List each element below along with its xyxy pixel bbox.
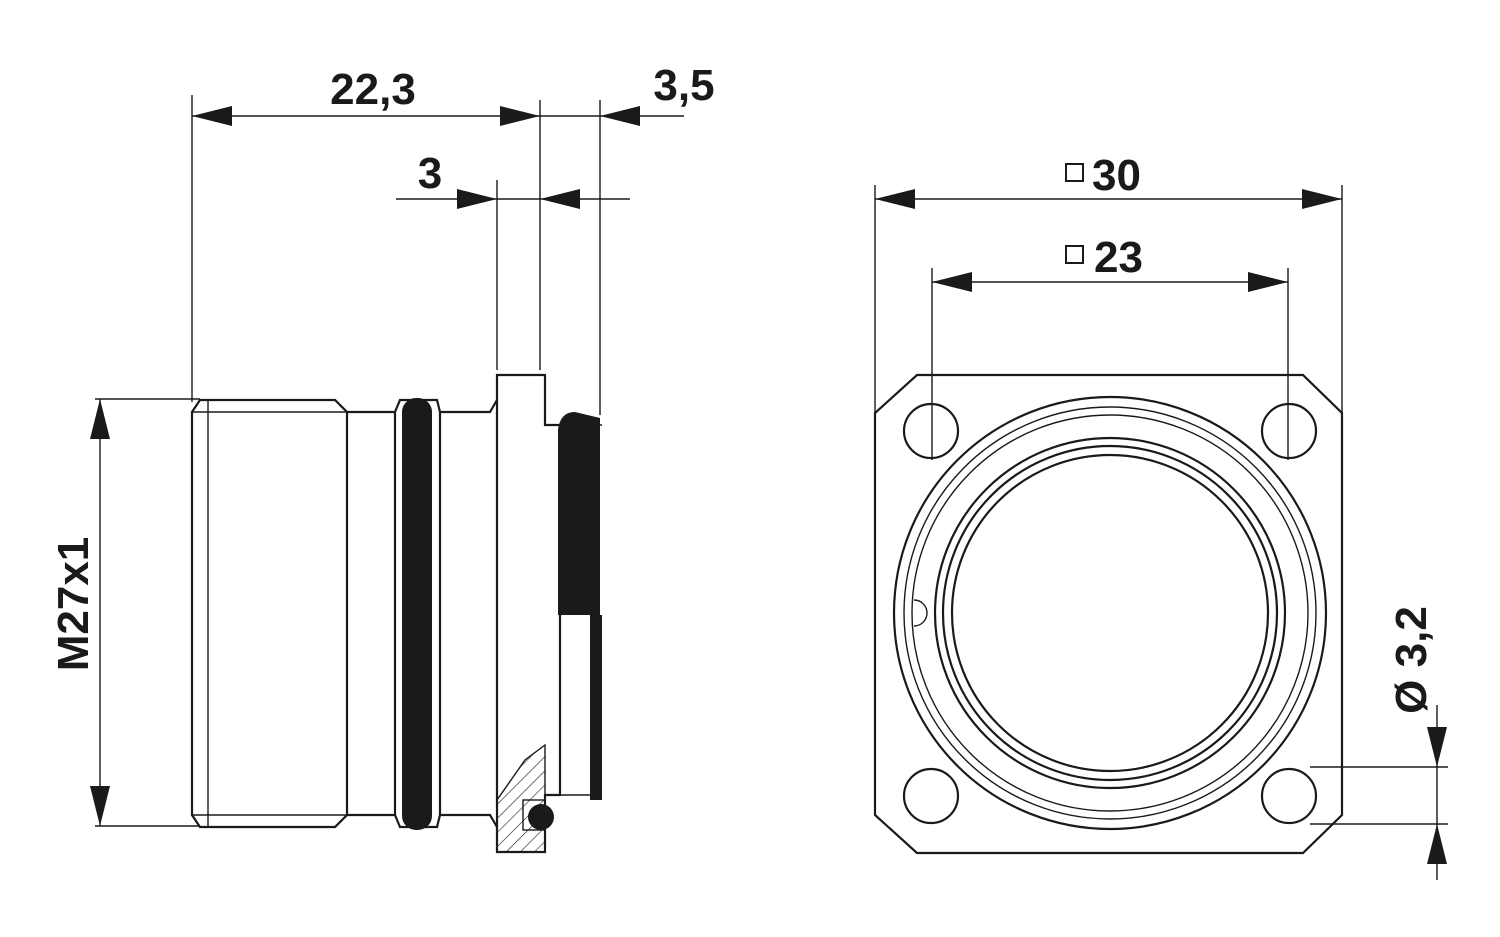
front-view: 30 23 bbox=[873, 151, 1448, 880]
dimension-m27x1: M27x1 bbox=[49, 398, 200, 827]
dimension-23: 23 bbox=[932, 233, 1288, 292]
connector-body bbox=[190, 373, 602, 854]
square-symbol-icon bbox=[1065, 245, 1084, 264]
dimension-3-5: 3,5 bbox=[540, 61, 715, 126]
dim-label-3-5: 3,5 bbox=[653, 61, 714, 110]
dim-label-30: 30 bbox=[1092, 151, 1141, 200]
keyway bbox=[913, 599, 928, 627]
connector-face bbox=[892, 395, 1328, 831]
dim-label-m27x1: M27x1 bbox=[49, 537, 98, 672]
dimension-diameter-3-2: Ø 3,2 bbox=[1310, 606, 1448, 880]
flange-plate bbox=[873, 373, 1344, 855]
dimension-3: 3 bbox=[396, 149, 630, 209]
dim-label-22-3: 22,3 bbox=[330, 65, 416, 114]
dim-label-diameter-3-2: Ø 3,2 bbox=[1387, 606, 1436, 714]
mounting-hole bbox=[1260, 402, 1318, 460]
mounting-hole bbox=[902, 767, 960, 825]
dim-label-23: 23 bbox=[1094, 233, 1143, 282]
side-view: 22,3 3,5 3 M27x1 bbox=[49, 61, 715, 854]
square-symbol-icon bbox=[1065, 163, 1084, 182]
dim-label-3: 3 bbox=[418, 149, 442, 198]
mounting-hole bbox=[1260, 767, 1318, 825]
dimension-22-3: 22,3 bbox=[192, 65, 540, 126]
mounting-hole bbox=[902, 402, 960, 460]
dimension-30: 30 bbox=[875, 151, 1342, 209]
